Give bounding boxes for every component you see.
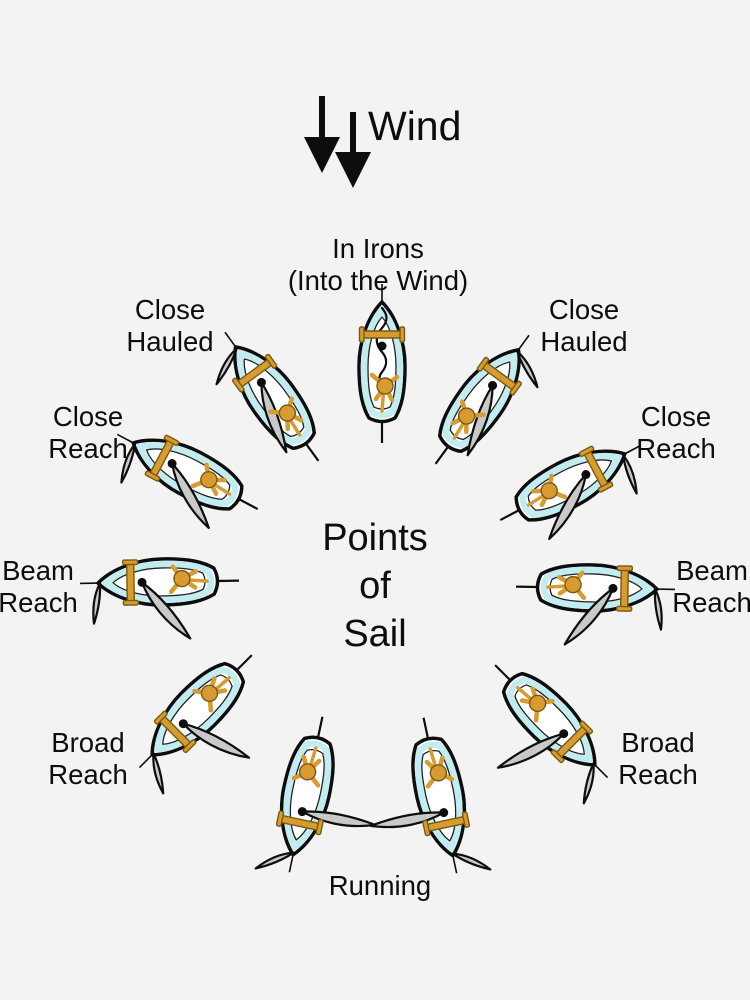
boat-close-hauled-left-sailboat-icon [194, 319, 337, 484]
label-close-hauled-left-line-2: Hauled [126, 326, 213, 357]
label-close-hauled-right-line-1: Close [549, 294, 619, 325]
boat-running-left-sailboat-icon [253, 709, 377, 892]
wind-label: Wind [368, 103, 461, 149]
title-line-2: of [359, 565, 391, 607]
label-broad-reach-right-line-2: Reach [618, 759, 698, 790]
wind-indicator: Wind [304, 96, 461, 188]
jib-sail [580, 761, 598, 806]
label-close-reach-left-line-1: Close [53, 401, 123, 432]
boat-broad-reach-right-sailboat-icon [444, 649, 626, 806]
jib-sail [90, 581, 103, 626]
title-line-3: Sail [343, 613, 406, 655]
label-broad-reach-left-line-2: Reach [48, 759, 128, 790]
label-in-irons-line-2: (Into the Wind) [288, 265, 468, 296]
label-close-hauled-right-line-2: Hauled [540, 326, 627, 357]
label-broad-reach-left-line-1: Broad [51, 727, 124, 758]
boat-in-irons-sailboat-icon [359, 284, 405, 443]
label-close-hauled-left-line-1: Close [135, 294, 205, 325]
wind-arrow-icon [304, 96, 340, 173]
wind-arrow-icon [335, 112, 371, 188]
label-running-line-1: Running [329, 870, 431, 901]
label-in-irons-line-1: In Irons [332, 233, 424, 264]
label-in-irons: In Irons(Into the Wind) [288, 233, 468, 296]
boat-broad-reach-left-sailboat-icon [121, 639, 303, 796]
boat-beam-reach-left-sailboat-icon [80, 558, 240, 643]
jib-sail [149, 751, 167, 796]
boat-running-right-sailboat-icon [369, 710, 493, 893]
label-running: Running [329, 870, 431, 901]
jib-sail [450, 849, 493, 873]
title-line-1: Points [322, 517, 428, 559]
label-close-reach-left-line-2: Reach [48, 433, 128, 464]
label-beam-reach-right-line-1: Beam [676, 555, 748, 586]
label-close-reach-right-line-1: Close [641, 401, 711, 432]
label-close-reach-right-line-2: Reach [636, 433, 716, 464]
jib-sail [652, 587, 665, 632]
label-broad-reach-right-line-1: Broad [621, 727, 694, 758]
diagram-title: Points of Sail [322, 517, 428, 655]
label-beam-reach-left-line-2: Reach [0, 587, 78, 618]
label-beam-reach-left-line-1: Beam [2, 555, 74, 586]
boat-close-hauled-right-sailboat-icon [417, 322, 560, 487]
jib-sail [253, 848, 296, 872]
boat-beam-reach-right-sailboat-icon [515, 564, 675, 649]
label-beam-reach-right-line-2: Reach [672, 587, 750, 618]
